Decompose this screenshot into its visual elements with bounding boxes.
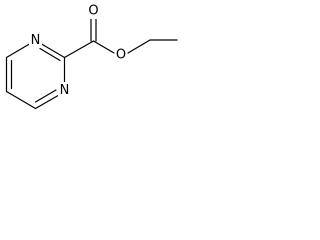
bond-n1-c2-inner (39, 47, 61, 62)
bond-c2-carbonyl-c (63, 40, 95, 59)
chemical-structure-diagram: N N O O (5, 3, 178, 110)
bond-n3-c4 (34, 94, 60, 110)
atom-n1-label: N (31, 33, 41, 48)
atom-o-ester-label: O (116, 48, 126, 63)
bond-c-o-ester (92, 40, 115, 54)
bond-o-methyl (127, 39, 151, 54)
atom-o-carbonyl-label: O (88, 4, 98, 19)
atom-n3-label: N (60, 83, 70, 98)
bond-c6-n1 (5, 41, 33, 59)
bond-n1-c2 (38, 41, 66, 59)
pyrimidine-ring (5, 41, 66, 110)
ester-group (63, 16, 178, 59)
bond-c4-c5 (5, 90, 37, 110)
atom-labels: N N O O (29, 3, 128, 98)
bond-n3-c4-inner (34, 89, 57, 103)
